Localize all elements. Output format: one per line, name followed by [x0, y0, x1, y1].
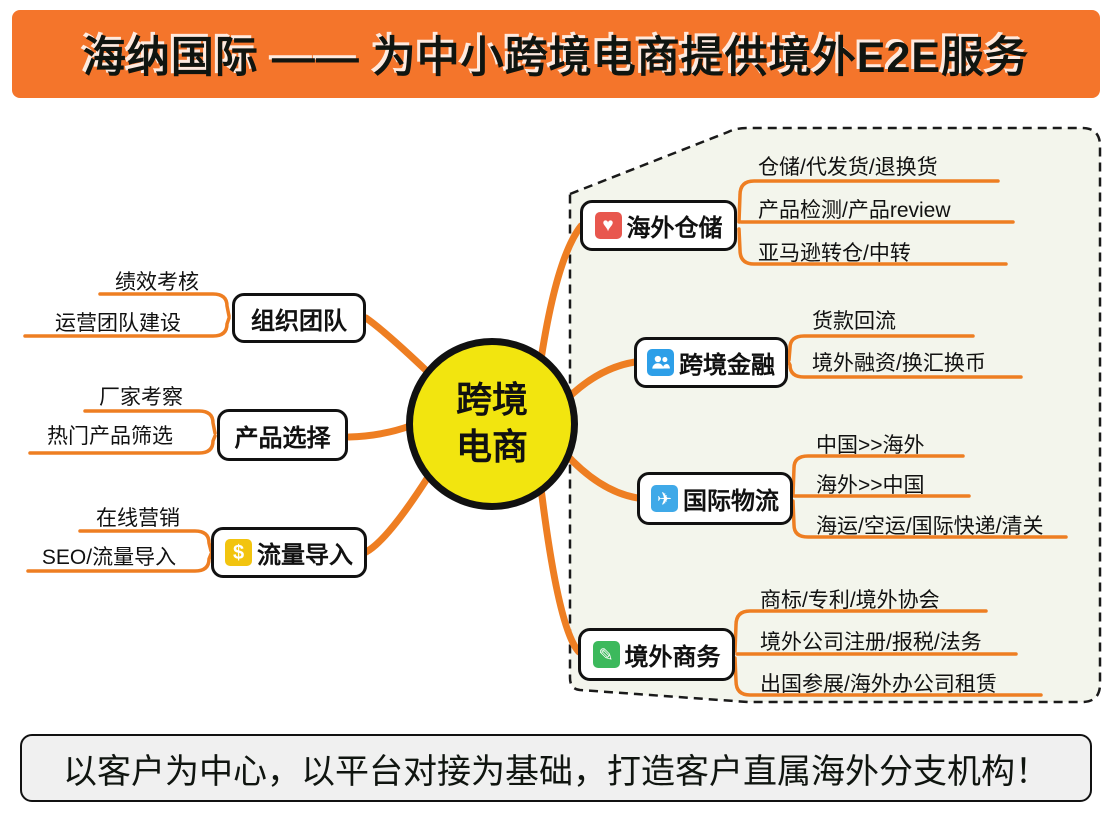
- subtopic-exhibition-office-rental[interactable]: 出国参展/海外办公司租赁: [760, 673, 997, 696]
- subtopic-company-registration-tax-legal[interactable]: 境外公司注册/报税/法务: [760, 631, 982, 654]
- topic-international-logistics[interactable]: ✈ 国际物流: [637, 472, 793, 525]
- topic-label: 流量导入: [257, 542, 353, 569]
- subtopic-performance-review[interactable]: 绩效考核: [115, 271, 199, 294]
- central-topic-line2: 电商: [455, 426, 528, 467]
- topic-traffic-import[interactable]: $ 流量导入: [211, 527, 367, 578]
- subtopic-product-testing-review[interactable]: 产品检测/产品review: [758, 199, 951, 222]
- subtopic-china-to-overseas[interactable]: 中国>>海外: [816, 434, 925, 457]
- subtopic-overseas-to-china[interactable]: 海外>>中国: [816, 474, 925, 497]
- pencil-icon: ✎: [592, 641, 620, 668]
- topic-overseas-business[interactable]: ✎ 境外商务: [578, 628, 735, 681]
- subitem-lines: [23, 179, 1068, 697]
- subtopic-warehouse-dropship-returns[interactable]: 仓储/代发货/退换货: [758, 156, 938, 179]
- central-topic[interactable]: 跨境 电商: [406, 338, 578, 510]
- topic-label: 跨境金融: [679, 352, 775, 379]
- topic-product-selection[interactable]: 产品选择: [217, 409, 348, 461]
- topic-organization-team[interactable]: 组织团队: [232, 293, 366, 343]
- subtopic-payment-repatriation[interactable]: 货款回流: [812, 310, 896, 333]
- plane-icon: ✈: [651, 485, 678, 512]
- topic-label: 境外商务: [624, 644, 721, 671]
- subtopic-factory-inspection[interactable]: 厂家考察: [99, 386, 183, 409]
- topic-label: 国际物流: [683, 488, 779, 515]
- subtopic-operation-team-building[interactable]: 运营团队建设: [55, 312, 181, 335]
- subtopic-amazon-transfer[interactable]: 亚马逊转仓/中转: [758, 242, 911, 265]
- branch-lines: [345, 222, 642, 656]
- users-icon: [647, 349, 674, 376]
- topic-overseas-warehouse[interactable]: ♥ 海外仓储: [580, 200, 737, 251]
- title-banner: 海纳国际 —— 为中小跨境电商提供境外E2E服务: [12, 10, 1100, 98]
- subtopic-overseas-financing-exchange[interactable]: 境外融资/换汇换币: [812, 352, 986, 375]
- page-title: 海纳国际 —— 为中小跨境电商提供境外E2E服务: [82, 34, 1030, 82]
- heart-icon: ♥: [594, 212, 622, 239]
- topic-label: 海外仓储: [626, 215, 723, 242]
- footer-banner: 以客户为中心，以平台对接为基础，打造客户直属海外分支机构！: [20, 734, 1092, 802]
- topic-label: 产品选择: [234, 424, 331, 452]
- subtopic-trademark-patent-association[interactable]: 商标/专利/境外协会: [760, 589, 940, 612]
- topic-label: 组织团队: [251, 307, 347, 335]
- subtopic-hot-product-screening[interactable]: 热门产品筛选: [47, 425, 173, 448]
- dollar-icon: $: [225, 539, 252, 566]
- central-topic-line1: 跨境: [455, 379, 528, 421]
- subtopic-sea-air-express-customs[interactable]: 海运/空运/国际快递/清关: [816, 515, 1044, 538]
- subtopic-seo-traffic[interactable]: SEO/流量导入: [41, 546, 177, 569]
- footer-slogan: 以客户为中心，以平台对接为基础，打造客户直属海外分支机构！: [63, 752, 1049, 791]
- services-region-outline: [568, 126, 1102, 704]
- topic-crossborder-finance[interactable]: 跨境金融: [634, 337, 788, 388]
- subtopic-online-marketing[interactable]: 在线营销: [96, 507, 180, 530]
